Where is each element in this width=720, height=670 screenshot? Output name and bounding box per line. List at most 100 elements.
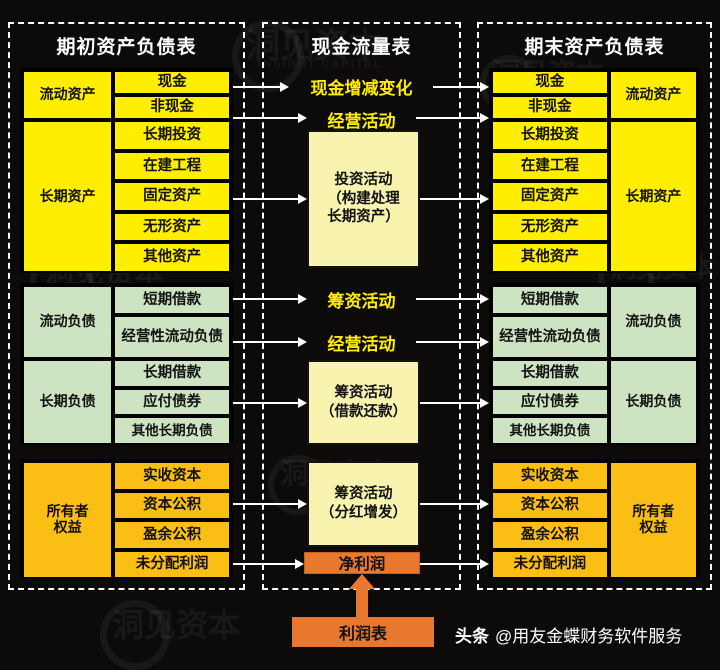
financing-borrow-line1: 筹资活动	[334, 384, 393, 401]
panel-cashflow-title: 现金流量表	[311, 37, 412, 58]
connector-financing-to-stloan	[416, 298, 485, 300]
item-long-term-loan: 长期借款	[113, 359, 231, 388]
item-other-long-term-liabilities: 其他长期负债	[113, 416, 231, 445]
table-row: 现金 非现金 流动资产	[491, 70, 698, 120]
arrowhead	[295, 559, 304, 569]
item-long-term-loan: 长期借款	[491, 359, 609, 388]
item-construction-in-progress: 在建工程	[491, 151, 609, 181]
group-current-assets: 流动资产	[608, 70, 698, 120]
flow-box-financing-borrow-repay: 筹资活动 （借款还款）	[307, 360, 420, 445]
flow-label-financing-activity-1: 筹资活动	[327, 292, 396, 311]
connector-ltassets-to-investing	[233, 198, 301, 200]
item-paid-in-capital: 实收资本	[113, 461, 231, 491]
group-long-term-liabilities: 长期负债	[608, 359, 698, 445]
connector-retained-to-netprofit	[233, 563, 298, 565]
arrowhead	[480, 82, 489, 92]
item-intangible-assets: 无形资产	[491, 212, 609, 242]
group-current-liabilities: 流动负债	[22, 285, 114, 359]
financing-borrow-line2: （借款还款）	[320, 403, 407, 420]
arrowhead	[480, 398, 489, 408]
footer-handle: @用友金蝶财务软件服务	[495, 627, 683, 646]
arrowhead	[480, 559, 489, 569]
arrowhead	[298, 499, 307, 509]
opening-liabilities-table: 流动负债 短期借款 经营性流动负债 长期负债 长期借款 应付债券 其他长期负债	[20, 283, 233, 445]
flow-label-operating-activity-1: 经营活动	[327, 112, 396, 131]
income-statement-box: 利润表	[292, 617, 434, 647]
connector-financingdiv-to-capres	[420, 503, 485, 505]
closing-assets-table: 现金 非现金 流动资产 长期投资 在建工程 固定资产 无形资产 其他资产 长期资…	[489, 68, 700, 273]
financing-dividend-line1: 筹资活动	[334, 486, 393, 503]
group-owners-equity: 所有者权益	[608, 461, 698, 579]
group-current-assets: 流动资产	[22, 70, 114, 120]
group-long-term-assets: 长期资产	[22, 120, 114, 273]
up-arrow-income-to-netprofit	[349, 574, 375, 618]
flow-box-financing-dividend-issue: 筹资活动 （分红增发）	[307, 461, 420, 547]
item-capital-reserve: 资本公积	[113, 491, 231, 520]
arrowhead	[480, 113, 489, 123]
item-cash: 现金	[113, 70, 231, 95]
item-fixed-assets: 固定资产	[491, 181, 609, 212]
investing-activity-line1: 投资活动	[334, 172, 393, 189]
footer-platform: 头条	[455, 627, 489, 646]
connector-cashchange-to-cash	[433, 86, 485, 88]
connector-capres-to-financingdiv	[233, 503, 301, 505]
connector-opliab-to-operating	[233, 341, 301, 343]
item-retained-earnings: 未分配利润	[491, 550, 609, 579]
item-other-assets: 其他资产	[113, 242, 231, 273]
table-row: 长期借款 应付债券 其他长期负债 长期负债	[491, 359, 698, 445]
item-short-term-loan: 短期借款	[113, 285, 231, 315]
financing-dividend-line2: （分红增发）	[320, 505, 407, 521]
group-long-term-liabilities: 长期负债	[22, 359, 114, 445]
group-long-term-assets: 长期资产	[608, 120, 698, 273]
item-bonds-payable: 应付债券	[491, 388, 609, 416]
item-retained-earnings: 未分配利润	[113, 550, 231, 579]
watermark-ring-5	[100, 600, 170, 670]
arrowhead	[298, 194, 307, 204]
item-short-term-loan: 短期借款	[491, 285, 609, 315]
opening-equity-table: 所有者权益 实收资本 资本公积 盈余公积 未分配利润	[20, 459, 233, 579]
connector-noncash-to-operating	[233, 117, 301, 119]
group-owners-equity-label: 所有者权益	[632, 503, 675, 535]
closing-liabilities-table: 短期借款 经营性流动负债 流动负债 长期借款 应付债券 其他长期负债 长期负债	[489, 283, 700, 445]
panel-closing-title: 期末资产负债表	[524, 37, 665, 58]
table-row: 长期负债 长期借款 应付债券 其他长期负债	[22, 359, 231, 445]
footer-credit: 头条 @用友金蝶财务软件服务	[455, 622, 682, 647]
arrowhead	[298, 294, 307, 304]
arrowhead	[480, 194, 489, 204]
connector-netprofit-to-retained	[420, 563, 485, 565]
arrowhead	[280, 82, 289, 92]
group-owners-equity-label: 所有者权益	[46, 503, 89, 535]
connector-cash-to-cashchange	[233, 86, 283, 88]
closing-equity-table: 实收资本 资本公积 盈余公积 未分配利润 所有者权益	[489, 459, 700, 579]
table-row: 长期资产 长期投资 在建工程 固定资产 无形资产 其他资产	[22, 120, 231, 273]
arrowhead	[480, 337, 489, 347]
investing-activity-line3: 长期资产）	[327, 209, 400, 226]
item-long-term-investment: 长期投资	[113, 120, 231, 151]
group-current-liabilities: 流动负债	[608, 285, 698, 359]
item-fixed-assets: 固定资产	[113, 181, 231, 212]
flow-box-investing-activity: 投资活动 （构建处理 长期资产）	[307, 130, 420, 268]
item-capital-reserve: 资本公积	[491, 491, 609, 520]
table-row: 流动资产 现金 非现金	[22, 70, 231, 120]
table-row: 实收资本 资本公积 盈余公积 未分配利润 所有者权益	[491, 461, 698, 579]
panel-opening-balance-sheet	[8, 22, 245, 590]
watermark-text-5: 洞见资本	[112, 607, 241, 643]
group-owners-equity: 所有者权益	[22, 461, 114, 579]
connector-stloan-to-financing	[233, 298, 301, 300]
investing-activity-line2: （构建处理	[327, 190, 400, 207]
flow-label-operating-activity-2: 经营活动	[327, 335, 396, 354]
item-other-long-term-liabilities: 其他长期负债	[491, 416, 609, 445]
net-profit-box: 净利润	[304, 552, 420, 574]
table-row: 流动负债 短期借款 经营性流动负债	[22, 285, 231, 359]
opening-assets-table: 流动资产 现金 非现金 长期资产 长期投资 在建工程 固定资产 无形资产 其他资…	[20, 68, 233, 273]
connector-bonds-to-financingborrow	[233, 402, 301, 404]
item-non-cash: 非现金	[113, 95, 231, 120]
item-other-assets: 其他资产	[491, 242, 609, 273]
panel-closing-balance-sheet	[477, 22, 712, 590]
item-surplus-reserve: 盈余公积	[113, 520, 231, 550]
panel-opening-title: 期初资产负债表	[56, 37, 197, 58]
item-construction-in-progress: 在建工程	[113, 151, 231, 181]
item-cash: 现金	[491, 70, 609, 95]
arrowhead	[298, 398, 307, 408]
item-intangible-assets: 无形资产	[113, 212, 231, 242]
